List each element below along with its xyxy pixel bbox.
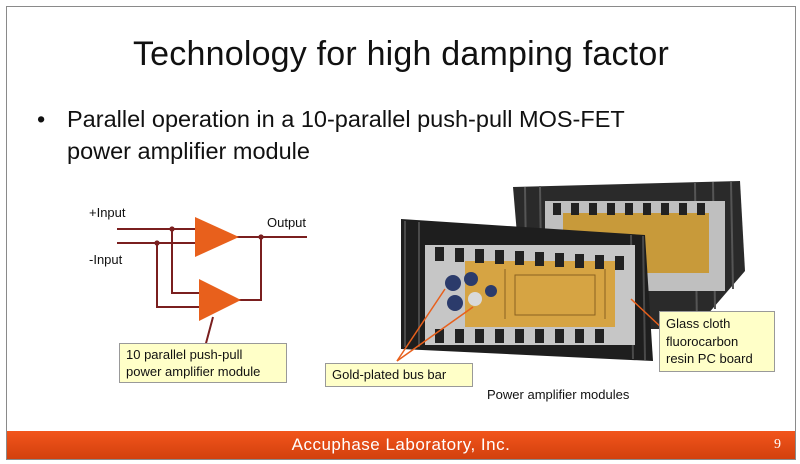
bullet-line-1: Parallel operation in a 10-parallel push… bbox=[67, 106, 625, 132]
lower-amplifier-symbol bbox=[199, 279, 241, 321]
output-label: Output bbox=[267, 215, 307, 230]
upper-amplifier-symbol bbox=[195, 217, 239, 257]
amplifier-modules-image bbox=[396, 181, 745, 362]
pcb-callout-line-1: Glass cloth bbox=[666, 316, 731, 331]
pcb-callout: Glass cloth fluorocarbon resin PC board bbox=[659, 311, 775, 372]
minus-branch-wire bbox=[156, 243, 199, 308]
junction-dot bbox=[154, 240, 160, 246]
parallel-amplifier-schematic: +Input -Input Output bbox=[77, 197, 337, 352]
bullet-line-2: power amplifier module bbox=[67, 138, 310, 164]
module-callout: 10 parallel push-pull power amplifier mo… bbox=[119, 343, 287, 383]
plus-branch-wire bbox=[171, 229, 199, 294]
bus-bar-callout-text: Gold-plated bus bar bbox=[332, 367, 447, 382]
photo-caption: Power amplifier modules bbox=[487, 387, 630, 402]
bullet-text: Parallel operation in a 10-parallel push… bbox=[67, 103, 747, 167]
module-callout-line-1: 10 parallel push-pull bbox=[126, 347, 243, 362]
footer-organization: Accuphase Laboratory, Inc. bbox=[291, 435, 511, 454]
lower-output-wire bbox=[239, 237, 262, 301]
pcb-callout-line-3: resin PC board bbox=[666, 351, 753, 366]
schematic-diagram bbox=[117, 217, 307, 348]
callout-pointer-line bbox=[204, 316, 214, 348]
plus-input-label: +Input bbox=[89, 205, 126, 220]
pcb-callout-line-2: fluorocarbon bbox=[666, 333, 739, 349]
junction-dot bbox=[169, 226, 175, 232]
amplifier-modules-photo bbox=[395, 179, 755, 374]
bullet-marker: • bbox=[37, 106, 46, 132]
slide-title: Technology for high damping factor bbox=[132, 35, 669, 73]
slide: Technology for high damping factor • Par… bbox=[6, 6, 796, 460]
page-number: 9 bbox=[774, 437, 781, 452]
minus-input-label: -Input bbox=[89, 252, 123, 267]
junction-dot bbox=[258, 234, 264, 240]
footer-bar: Accuphase Laboratory, Inc. 9 bbox=[7, 431, 795, 459]
bus-bar-callout: Gold-plated bus bar bbox=[325, 363, 473, 387]
module-callout-line-2: power amplifier module bbox=[126, 364, 261, 379]
